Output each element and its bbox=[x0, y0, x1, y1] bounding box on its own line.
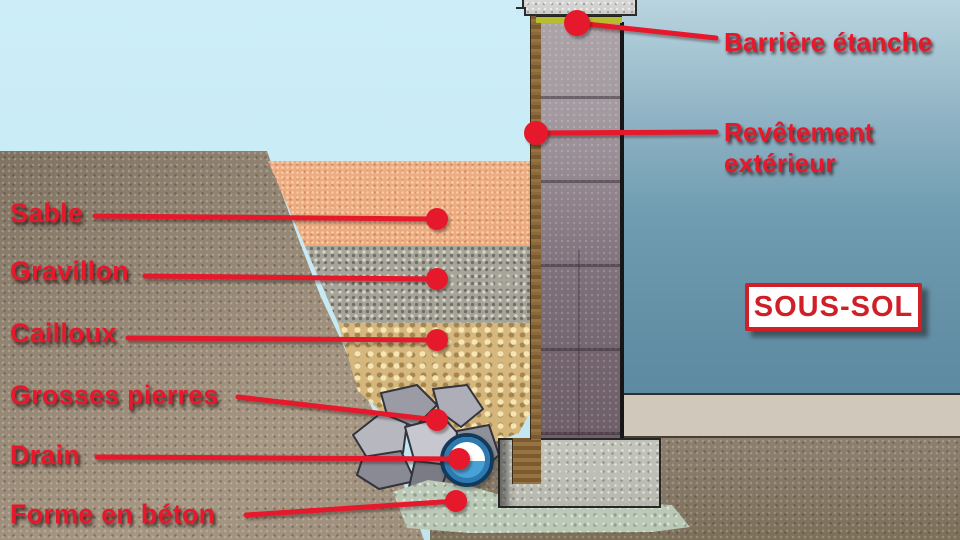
dot-revetement bbox=[524, 121, 548, 145]
dot-forme bbox=[445, 490, 467, 512]
basement-floor-slab bbox=[621, 393, 960, 439]
label-cailloux: Cailloux bbox=[10, 318, 117, 348]
dot-grosses-pierres bbox=[426, 409, 448, 431]
exterior-coating-strip bbox=[530, 15, 541, 440]
leader-gravillon bbox=[142, 273, 440, 282]
wall-interior-outline bbox=[620, 22, 624, 438]
dot-drain bbox=[448, 448, 470, 470]
label-sable: Sable bbox=[10, 198, 84, 228]
wall-joint-line bbox=[578, 250, 580, 436]
label-barriere-etanche: Barrière étanche bbox=[724, 27, 933, 57]
leader-barriere bbox=[574, 20, 719, 41]
slab-drip-notch bbox=[516, 7, 526, 16]
dot-barriere bbox=[564, 10, 590, 36]
label-forme-en-beton: Forme en béton bbox=[10, 499, 216, 529]
dot-sable bbox=[426, 208, 448, 230]
label-drain: Drain bbox=[10, 440, 81, 470]
label-gravillon: Gravillon bbox=[10, 256, 129, 286]
leader-drain bbox=[94, 454, 462, 462]
leader-cailloux bbox=[125, 335, 440, 343]
leader-revetement bbox=[533, 129, 719, 136]
label-revetement-exterieur: Revêtement extérieur bbox=[724, 117, 874, 179]
leader-forme bbox=[243, 498, 459, 518]
leader-sable bbox=[92, 213, 440, 222]
basement-title-text: SOUS-SOL bbox=[753, 290, 914, 323]
label-grosses-pierres: Grosses pierres bbox=[10, 380, 219, 410]
basement-title-box: SOUS-SOL bbox=[745, 283, 922, 331]
coating-over-footing bbox=[512, 438, 541, 484]
dot-gravillon bbox=[426, 268, 448, 290]
dot-cailloux bbox=[426, 329, 448, 351]
leader-grosses-pierres bbox=[235, 394, 440, 423]
foundation-wall bbox=[541, 22, 621, 438]
